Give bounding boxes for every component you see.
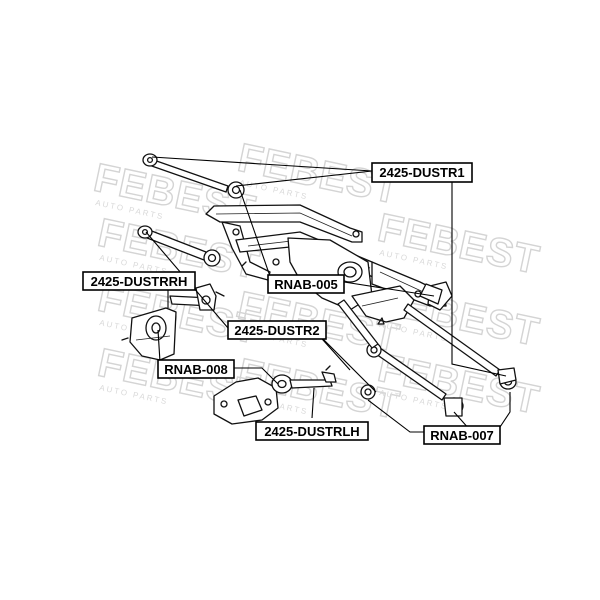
label-dustrlh: 2425-DUSTRLH — [255, 421, 369, 441]
svg-text:FEBEST: FEBEST — [374, 206, 543, 283]
part-dustrlh — [213, 365, 337, 425]
leader-lines — [145, 156, 511, 433]
rod-dustr2-lower — [366, 342, 464, 417]
svg-text:2425-DUSTR1: 2425-DUSTR1 — [379, 165, 464, 180]
link-near-subframe — [337, 283, 443, 349]
label-dustr1: 2425-DUSTR1 — [371, 162, 473, 183]
svg-text:RNAB-005: RNAB-005 — [274, 277, 338, 292]
svg-text:RNAB-008: RNAB-008 — [164, 362, 228, 377]
svg-text:2425-DUSTR2: 2425-DUSTR2 — [234, 323, 319, 338]
svg-text:RNAB-007: RNAB-007 — [430, 428, 494, 443]
label-rnab007: RNAB-007 — [423, 425, 501, 445]
label-dustrrh: 2425-DUSTRRH — [82, 271, 196, 291]
bushing-rnab007-left — [360, 384, 376, 400]
part-dustrrh — [121, 283, 225, 361]
svg-text:2425-DUSTRLH: 2425-DUSTRLH — [264, 424, 359, 439]
label-rnab005: RNAB-005 — [267, 274, 345, 294]
svg-text:2425-DUSTRRH: 2425-DUSTRRH — [91, 274, 188, 289]
label-dustr2: 2425-DUSTR2 — [227, 320, 327, 340]
label-rnab008: RNAB-008 — [157, 359, 235, 379]
